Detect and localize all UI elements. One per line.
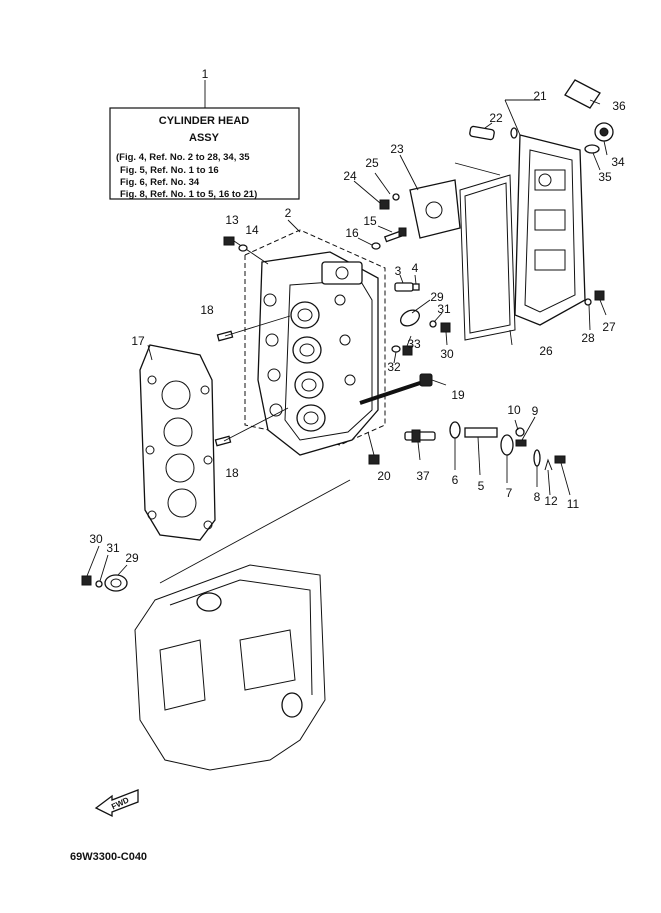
- callout-number: 29: [430, 290, 444, 304]
- callout-number: 1: [202, 67, 209, 81]
- callout-number: 33: [407, 337, 421, 351]
- callout-number: 36: [612, 99, 626, 113]
- info-box-line: Fig. 5, Ref. No. 1 to 16: [120, 165, 219, 176]
- drawing-code: 69W3300-C040: [70, 851, 147, 863]
- callout-number: 34: [611, 155, 625, 169]
- callouts: 1 2 3 4 5 6 7 8 9 10 11 12 13 14 15 16 1…: [89, 67, 626, 565]
- bolt: [584, 290, 605, 306]
- info-box-subtitle: ASSY: [189, 132, 220, 144]
- callout-number: 23: [390, 142, 404, 156]
- callout-number: 11: [567, 497, 580, 511]
- callout-number: 28: [581, 331, 595, 345]
- forward-arrow: FWD: [94, 789, 139, 818]
- info-box-line: (Fig. 4, Ref. No. 2 to 28, 34, 35: [116, 152, 250, 163]
- callout-number: 35: [598, 170, 612, 184]
- gasket: [409, 179, 461, 239]
- washer: [238, 244, 248, 252]
- anode-assembly: [449, 421, 566, 471]
- cover: [400, 309, 451, 333]
- bolt: [383, 227, 407, 243]
- callout-number: 4: [412, 261, 419, 275]
- bolt: [379, 193, 400, 210]
- cover: [81, 574, 128, 592]
- head-gasket: [139, 344, 216, 541]
- callout-number: 7: [506, 486, 513, 500]
- callout-number: 14: [245, 223, 259, 237]
- label-sticker: [564, 79, 601, 109]
- dowel-pin: [216, 315, 291, 342]
- callout-number: 30: [440, 347, 454, 361]
- leader-lines: [86, 99, 608, 582]
- callout-number: 12: [544, 494, 558, 508]
- bolt: [367, 431, 380, 465]
- callout-number: 16: [345, 226, 359, 240]
- callout-number: 22: [489, 111, 503, 125]
- callout-number: 29: [125, 551, 139, 565]
- cylinder-head: [257, 251, 379, 456]
- callout-number: 37: [416, 469, 430, 483]
- callout-number: 31: [437, 302, 451, 316]
- callout-number: 20: [377, 469, 391, 483]
- thermostat: [394, 282, 420, 292]
- callout-number: 8: [534, 490, 541, 504]
- info-box-line: Fig. 8, Ref. No. 1 to 5, 16 to 21): [120, 189, 257, 200]
- callout-number: 18: [200, 303, 214, 317]
- callout-number: 25: [365, 156, 379, 170]
- callout-number: 17: [131, 334, 145, 348]
- cover-gasket: [459, 174, 516, 341]
- washer: [371, 242, 381, 250]
- bolt: [223, 236, 269, 265]
- callout-number: 26: [539, 344, 553, 358]
- bolt: [469, 125, 518, 141]
- callout-number: 31: [106, 541, 120, 555]
- dowel-pin: [214, 407, 289, 447]
- callout-number: 30: [89, 532, 103, 546]
- info-box: CYLINDER HEAD ASSY (Fig. 4, Ref. No. 2 t…: [109, 107, 300, 200]
- callout-number: 13: [225, 213, 239, 227]
- callout-number: 19: [451, 388, 465, 402]
- callout-number: 5: [478, 479, 485, 493]
- callout-number: 32: [387, 360, 401, 374]
- cylinder-head-cover: [514, 134, 586, 326]
- callout-number: 10: [507, 403, 521, 417]
- info-box-line: Fig. 6, Ref. No. 34: [120, 177, 200, 188]
- callout-number: 21: [533, 89, 547, 103]
- info-box-title: CYLINDER HEAD: [159, 115, 250, 127]
- temperature-sensor: [404, 429, 436, 443]
- callout-number: 3: [395, 264, 402, 278]
- cylinder-block: [134, 479, 351, 771]
- callout-number: 9: [532, 404, 539, 418]
- callout-number: 18: [225, 466, 239, 480]
- oil-filler-cap: [584, 122, 614, 154]
- callout-number: 15: [363, 214, 377, 228]
- callout-number: 2: [285, 206, 292, 220]
- callout-number: 24: [343, 169, 357, 183]
- callout-number: 6: [452, 473, 459, 487]
- callout-number: 27: [602, 320, 616, 334]
